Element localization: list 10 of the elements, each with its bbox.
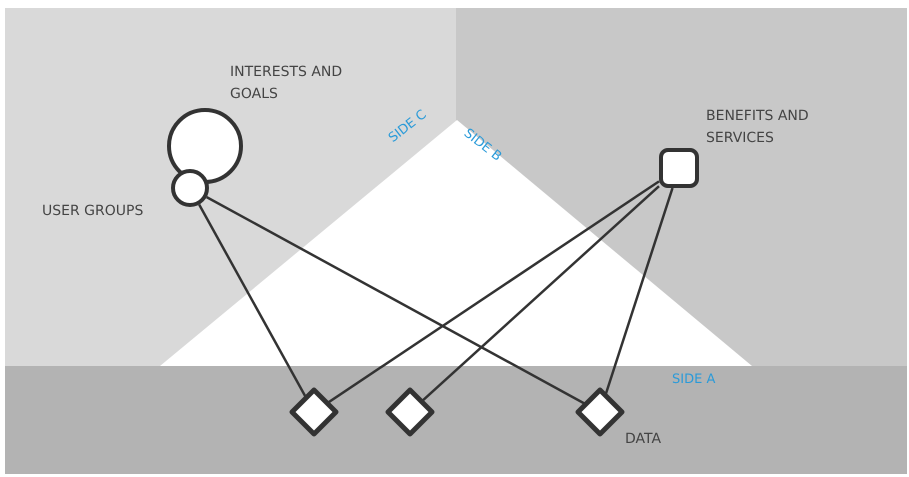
node-label: BENEFITS AND SERVICES: [706, 107, 810, 148]
connector-line: [604, 188, 674, 396]
connector-line: [420, 185, 660, 402]
node-label: USER GROUPS: [42, 202, 144, 221]
node-label: DATA: [625, 430, 662, 449]
connector-line: [326, 180, 660, 404]
side-label: SIDE A: [672, 372, 716, 387]
connector-line: [198, 204, 308, 398]
node-label: INTERESTS AND GOALS: [230, 63, 344, 104]
connector-line: [206, 196, 586, 406]
